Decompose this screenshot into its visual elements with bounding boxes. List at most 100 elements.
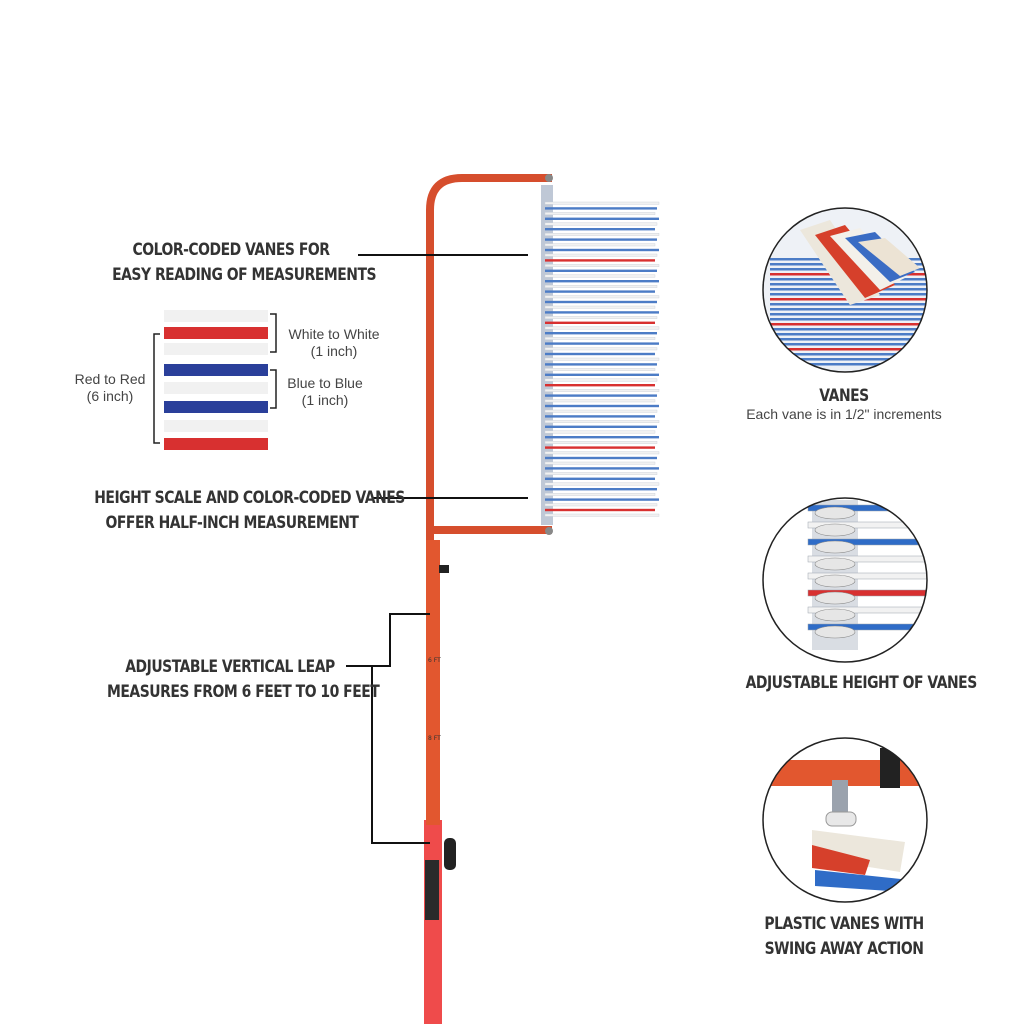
vane xyxy=(545,477,655,480)
lower-pole xyxy=(424,820,442,1024)
vane xyxy=(545,456,657,460)
vane xyxy=(545,300,657,304)
vane xyxy=(545,498,659,501)
callout-color-coded: COLOR-CODED VANES FOR EASY READING OF ME… xyxy=(112,238,376,288)
vane xyxy=(544,399,656,403)
inset-vane xyxy=(770,333,927,336)
vane xyxy=(544,420,660,423)
inset-vane xyxy=(770,353,927,356)
vane xyxy=(545,394,657,397)
vane xyxy=(545,415,655,418)
vane xyxy=(544,337,656,340)
clamp-knob-lower xyxy=(444,838,456,870)
feature-swing-away: PLASTIC VANES WITH SWING AWAY ACTION xyxy=(762,912,926,962)
bracket-red xyxy=(153,333,160,444)
vane xyxy=(545,269,657,272)
inset-bar xyxy=(807,589,927,597)
callout-line-adjustable xyxy=(346,613,430,667)
inset-vane xyxy=(770,323,927,326)
vane xyxy=(544,513,660,517)
inset-vane xyxy=(770,318,927,321)
legend-red-to-red: Red to Red (6 inch) xyxy=(66,371,154,405)
callout-adjustable-leap: ADJUSTABLE VERTICAL LEAP MEASURES FROM 6… xyxy=(107,655,380,705)
legend-white-to-white: White to White (1 inch) xyxy=(282,326,386,360)
vane xyxy=(545,446,655,449)
vane-color-legend xyxy=(153,310,277,450)
inset-vane xyxy=(770,343,927,346)
vanes-inset xyxy=(762,207,928,373)
vane xyxy=(544,243,656,247)
feature-adjustable-height-text: ADJUSTABLE HEIGHT OF VANES xyxy=(745,673,978,693)
vane xyxy=(544,389,660,392)
vane xyxy=(545,238,657,241)
legend-blue-line1: Blue to Blue xyxy=(287,375,363,391)
vane xyxy=(544,493,656,496)
legend-blue-to-blue: Blue to Blue (1 inch) xyxy=(278,375,372,409)
inset-bar xyxy=(807,504,927,512)
inset-washer xyxy=(814,523,856,537)
feature-vanes-subtitle: Each vane is in 1/2" increments xyxy=(734,406,954,423)
vane xyxy=(544,212,656,215)
feature-vanes-subtitle-text: Each vane is in 1/2" increments xyxy=(746,406,942,422)
inset-vane xyxy=(770,338,927,341)
legend-white-line1: White to White xyxy=(288,326,380,342)
callout-adjustable-line1: ADJUSTABLE VERTICAL LEAP xyxy=(125,657,335,677)
vane xyxy=(544,326,660,330)
inset-vane xyxy=(770,363,927,366)
vane xyxy=(545,436,659,439)
inset-vane xyxy=(770,328,927,331)
vane xyxy=(544,357,660,361)
vane xyxy=(545,425,657,428)
vane xyxy=(544,264,660,267)
brand-label xyxy=(425,860,439,920)
upper-pole xyxy=(426,540,440,825)
inset-vane xyxy=(770,303,927,306)
vane xyxy=(544,232,660,236)
vane xyxy=(545,207,657,210)
callout-line-adjustable-lower xyxy=(371,665,430,844)
legend-white-3 xyxy=(164,382,268,394)
vane xyxy=(544,222,658,226)
inset-bar xyxy=(807,538,927,546)
callout-height-scale-line1: HEIGHT SCALE AND COLOR-CODED VANES xyxy=(94,488,405,508)
legend-white-4 xyxy=(164,420,268,432)
vane xyxy=(545,248,659,252)
inset-vane xyxy=(770,358,927,361)
legend-red-1 xyxy=(164,327,268,339)
vane xyxy=(545,373,659,376)
inset-washer xyxy=(814,591,856,605)
vane xyxy=(545,290,655,293)
vane xyxy=(544,347,658,351)
vane xyxy=(544,316,658,319)
vane xyxy=(544,368,656,371)
legend-red-line1: Red to Red xyxy=(74,371,146,387)
vane xyxy=(544,285,658,288)
vane xyxy=(545,280,659,283)
vane xyxy=(545,311,659,314)
bottom-knob xyxy=(545,527,553,535)
legend-red-2 xyxy=(164,438,268,450)
vane xyxy=(545,228,655,231)
vane xyxy=(545,217,659,220)
inset-bar xyxy=(807,572,927,580)
vane xyxy=(544,305,656,309)
vane xyxy=(544,274,656,278)
callout-adjustable-line2: MEASURES FROM 6 FEET TO 10 FEET xyxy=(107,682,380,702)
swing-away-inset xyxy=(762,737,928,903)
feature-swing-away-line1: PLASTIC VANES WITH xyxy=(764,914,924,934)
inset-washer xyxy=(814,574,856,588)
vane xyxy=(544,430,656,434)
feature-swing-away-line2: SWING AWAY ACTION xyxy=(764,939,924,959)
vane xyxy=(544,482,660,486)
inset-washer xyxy=(814,608,856,622)
vane xyxy=(544,441,658,444)
callout-height-scale: HEIGHT SCALE AND COLOR-CODED VANES OFFER… xyxy=(94,486,405,536)
vane xyxy=(545,352,655,356)
vane xyxy=(544,378,658,382)
inset-bar xyxy=(807,521,927,529)
scale-mark-1: 6 FT xyxy=(428,657,441,664)
vane xyxy=(545,363,657,366)
vane xyxy=(544,295,660,299)
vane xyxy=(544,451,660,455)
vane xyxy=(544,201,660,205)
